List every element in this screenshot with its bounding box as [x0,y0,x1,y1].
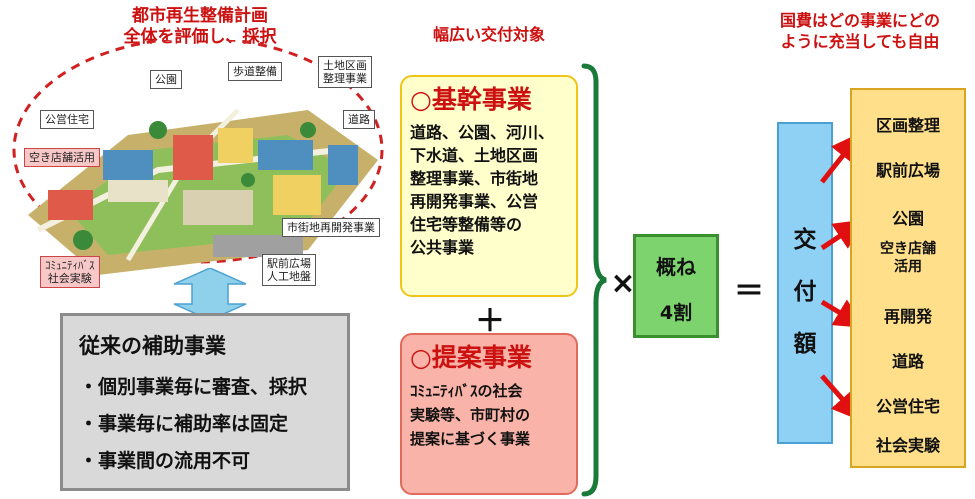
compare-double-arrow-icon [173,268,247,320]
conventional-item-3: ・事業間の流用不可 [79,450,251,472]
subsidy-rate-box: 概ね 4割 [633,234,719,338]
label-community-bus: ｺﾐｭﾆﾃｨﾊﾞｽ 社会実験 [40,256,100,288]
label-land-readjustment-line2: 整理事業 [323,72,367,85]
flexible-use-line2: ように充当しても自由 [780,32,940,51]
use-item-redevelopment: 再開発 [883,307,932,326]
use-item-vacant-store: 空き店舗 活用 [852,240,964,276]
proposal-project-box: ○提案事業 ｺﾐｭﾆﾃｨﾊﾞｽの社会 実験等、市町村の 提案に基づく事業 [400,333,578,495]
conventional-item-2: ・事業毎に補助率は固定 [79,413,289,435]
arrow-up-1-icon [820,219,865,251]
proposal-project-title: ○提案事業 [410,343,532,372]
subsidy-rate-line2: 4割 [659,302,693,324]
grant-char-1: 交 [793,227,817,253]
grant-char-3: 額 [793,331,817,357]
plan-title-line1: 都市再生整備計画 [132,6,268,26]
flexible-use-line1: 国費はどの事業にどの [779,11,940,30]
label-station-plaza: 駅前広場 人工地盤 [262,254,316,286]
core-project-box: ○基幹事業 道路、公園、河川、 下水道、土地区画 整理事業、市街地 再開発事業、… [400,75,578,297]
use-item-social-experiment: 社会実験 [875,436,940,455]
use-item-road: 道路 [891,352,924,371]
core-line-1: 道路、公園、河川、 [410,123,555,142]
label-land-readjustment: 土地区画 整理事業 [318,56,372,88]
label-public-housing: 公営住宅 [40,110,94,129]
proposal-line-3: 提案に基づく事業 [410,430,531,448]
right-brace-icon [581,63,607,497]
core-line-5: 住宅等整備等の [410,215,523,234]
core-project-title: ○基幹事業 [410,85,532,114]
use-item-station-plaza: 駅前広場 [875,161,940,180]
plan-title: 都市再生整備計画 全体を評価し、採択 [100,6,300,48]
use-item-vacant-store-line2: 活用 [894,259,922,275]
core-project-text: 道路、公園、河川、 下水道、土地区画 整理事業、市街地 再開発事業、公営 住宅等… [410,121,568,259]
proposal-line-2: 実験等、市町村の [410,406,531,424]
label-community-bus-line1: ｺﾐｭﾆﾃｨﾊﾞｽ [45,259,95,272]
equals-sign: ＝ [734,274,764,309]
plan-title-line2: 全体を評価し、採択 [123,27,277,47]
eligible-title: 幅広い交付対象 [432,25,545,44]
label-community-bus-line2: 社会実験 [47,272,92,285]
label-station-plaza-line1: 駅前広場 [267,257,311,270]
grant-char-2: 付 [793,279,817,305]
label-road: 道路 [343,110,375,129]
label-vacant-store: 空き店舗活用 [24,148,100,167]
use-item-vacant-store-line1: 空き店舗 [880,241,936,257]
arrow-down-2-icon [820,374,862,422]
core-line-4: 再開発事業、公営 [410,192,539,211]
core-line-3: 整理事業、市街地 [410,169,539,188]
core-line-2: 下水道、土地区画 [410,146,539,165]
use-item-public-housing: 公営住宅 [875,397,940,416]
label-urban-redevelopment: 市街地再開発事業 [282,218,380,237]
conventional-item-1: ・個別事業毎に審査、採択 [79,376,308,398]
proposal-project-text: ｺﾐｭﾆﾃｨﾊﾞｽの社会 実験等、市町村の 提案に基づく事業 [410,379,568,451]
label-land-readjustment-line1: 土地区画 [323,59,367,72]
arrow-up-2-icon [820,132,862,184]
label-sidewalk: 歩道整備 [228,62,282,81]
conventional-subsidy-heading: 従来の補助事業 [79,334,226,358]
flexible-use-title: 国費はどの事業にどの ように充当しても自由 [745,10,975,52]
use-item-land-readjustment: 区画整理 [875,116,940,135]
arrow-down-1-icon [820,299,865,328]
label-station-plaza-line2: 人工地盤 [267,270,311,283]
use-item-park: 公園 [891,209,924,228]
label-park: 公園 [150,70,182,89]
grant-amount-box: 交 付 額 [777,122,833,444]
use-list-box: 区画整理 駅前広場 公園 空き店舗 活用 再開発 道路 公営住宅 社会実験 [850,88,966,468]
allocation-arrows [820,132,865,422]
subsidy-rate-line1: 概ね [656,255,696,279]
multiply-sign: × [610,266,636,301]
conventional-subsidy-box: 従来の補助事業 ・個別事業毎に審査、採択 ・事業毎に補助率は固定 ・事業間の流用… [60,313,350,491]
core-line-6: 公共事業 [410,238,475,257]
proposal-line-1: ｺﾐｭﾆﾃｨﾊﾞｽの社会 [410,382,523,400]
